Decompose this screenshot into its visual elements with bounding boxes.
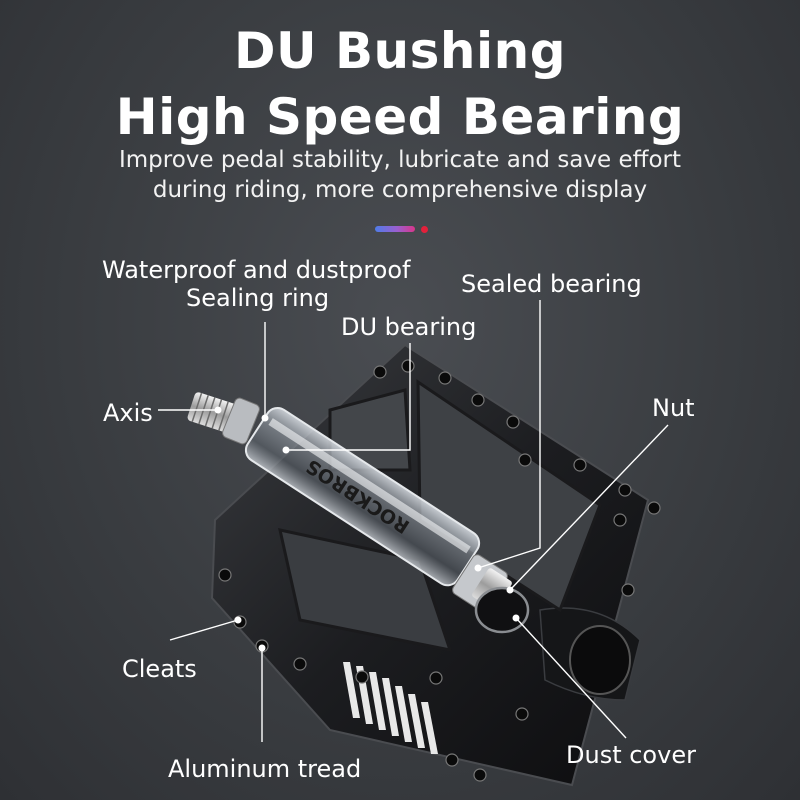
- housing-end: [569, 625, 631, 695]
- callout-leader-lines: [158, 300, 669, 742]
- label-waterproof-line2: Sealing ring: [186, 284, 330, 312]
- title-line-2: High Speed Bearing: [115, 88, 685, 146]
- leader-nut: [509, 424, 669, 591]
- accent-dash: [375, 226, 415, 232]
- accent-dot: [421, 226, 428, 233]
- pedal-pins: [218, 359, 661, 782]
- label-dust-cover: Dust cover: [566, 741, 696, 769]
- leader-cleats: [169, 619, 239, 641]
- label-aluminum-tread: Aluminum tread: [168, 755, 362, 783]
- label-du-bearing: DU bearing: [341, 313, 477, 341]
- dust-cover: [474, 586, 530, 634]
- label-axis: Axis: [103, 399, 153, 427]
- subtitle-line-2: during riding, more comprehensive displa…: [152, 177, 648, 203]
- callout-anchor-dots: [214, 406, 520, 652]
- axle-spindle: [187, 392, 260, 445]
- leader-dust-cover: [515, 617, 627, 739]
- leader-sealed-bearing: [477, 300, 541, 569]
- subtitle-line-1: Improve pedal stability, lubricate and s…: [118, 147, 682, 173]
- label-sealed-bearing: Sealed bearing: [461, 270, 642, 298]
- label-cleats: Cleats: [122, 655, 197, 683]
- title-line-1: DU Bushing: [233, 22, 567, 80]
- reflective-stripes: [343, 662, 438, 754]
- leader-du-bearing: [286, 343, 411, 451]
- label-nut: Nut: [652, 394, 695, 422]
- label-waterproof-line1: Waterproof and dustproof: [102, 256, 411, 284]
